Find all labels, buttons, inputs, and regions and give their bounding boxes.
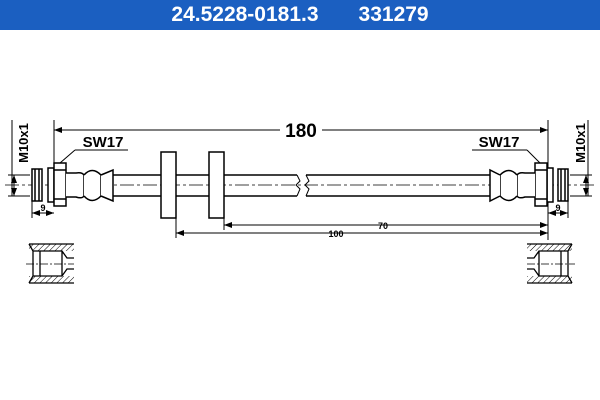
thread-length-right: 9	[555, 203, 560, 213]
port-detail-right	[527, 243, 575, 284]
thread-size-right: M10x1	[573, 123, 588, 163]
bracket-flange-1	[160, 151, 177, 219]
title-bar: 24.5228-0181.3 331279	[0, 0, 600, 30]
dim-label-100: 100	[328, 229, 343, 239]
thread-size-left: M10x1	[16, 123, 31, 163]
port-detail-left	[26, 243, 74, 284]
right-fitting	[489, 162, 569, 207]
reference-number: 331279	[358, 3, 429, 26]
hose-tube	[113, 174, 490, 197]
bracket-flange-2	[208, 151, 225, 219]
dim-label-180: 180	[285, 121, 317, 142]
wrench-size-left: SW17	[83, 134, 124, 151]
dim-label-70: 70	[378, 221, 388, 231]
thread-length-left: 9	[40, 203, 45, 213]
part-number: 24.5228-0181.3	[171, 3, 319, 26]
wrench-size-right: SW17	[479, 134, 520, 151]
left-fitting	[31, 162, 114, 207]
